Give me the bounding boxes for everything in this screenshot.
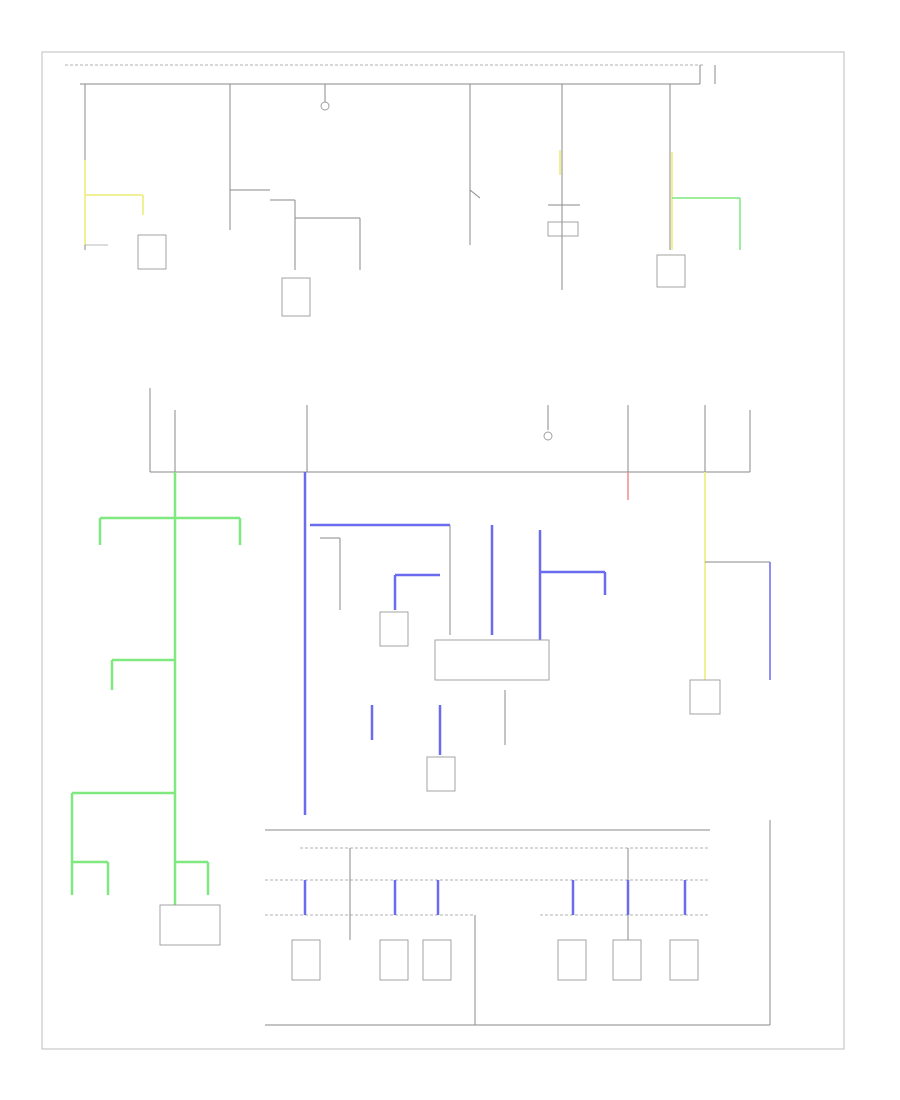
blue-circuit — [303, 472, 607, 815]
top-fuse-bus — [65, 64, 716, 85]
green-circuit — [70, 472, 242, 946]
top-branches — [84, 84, 741, 317]
diagram-frame — [41, 51, 845, 1050]
bottom-bus — [265, 820, 771, 1026]
middle-fuse-bus — [149, 388, 751, 473]
right-circuit — [627, 472, 771, 715]
